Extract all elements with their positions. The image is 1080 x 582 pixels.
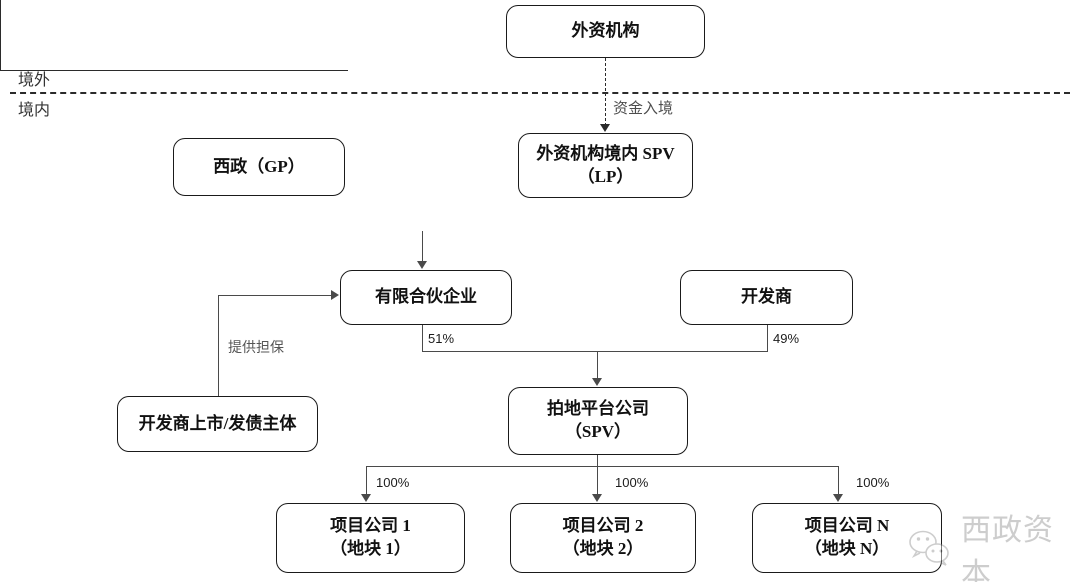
edge-guarantee-vertical [218,295,220,396]
node-foreign-spv-label-line2: （LP） [577,166,634,186]
edge-spv-down [0,36,2,70]
edge-label-project2-stake: 100% [615,475,649,490]
node-project-company-n-label-line1: 项目公司 N [804,516,890,536]
node-developer-listed[interactable]: 开发商上市/发债主体 [117,396,318,452]
node-project-company-2-label-line2: （地块 2） [562,539,644,558]
node-xizheng-gp[interactable]: 西政（GP） [173,138,345,196]
node-project-company-n[interactable]: 项目公司 N （地块 N） [752,503,942,573]
node-developer-listed-label: 开发商上市/发债主体 [138,413,297,433]
edge-label-provide-guarantee: 提供担保 [228,341,284,356]
edge-partnership-51-down [422,325,424,352]
edge-ownership-bus [422,351,768,353]
edge-label-capital-inflow: 资金入境 [613,101,674,117]
node-developer-label: 开发商 [741,287,792,307]
edge-bus-to-partnership [422,231,424,263]
watermark-text: 西政资本 [961,514,1054,582]
edge-project2-arrowhead [592,494,602,502]
node-foreign-institution[interactable]: 外资机构 [506,5,705,58]
edge-capital-inflow-arrowhead [600,124,610,132]
node-project-company-1-label-line1: 项目公司 1 [330,516,411,536]
edge-guarantee-horizontal [218,295,332,297]
edge-developer-49-down [767,325,769,352]
zone-label-onshore: 境内 [18,102,51,119]
offshore-onshore-divider [10,92,1070,94]
edge-capital-inflow [605,58,606,126]
edge-projectn-drop [838,466,840,496]
node-limited-partnership-label: 有限合伙企业 [375,287,477,307]
node-bidding-platform[interactable]: 拍地平台公司 （SPV） [508,387,688,455]
edge-gp-down [0,0,2,36]
node-project-company-2[interactable]: 项目公司 2 （地块 2） [510,503,696,573]
edge-project-bus [366,466,838,468]
node-project-company-1-label-line2: （地块 1） [330,539,411,558]
edge-project1-drop [366,466,368,496]
node-limited-partnership[interactable]: 有限合伙企业 [340,270,512,325]
edge-bus-to-platform [597,351,599,381]
edge-project2-drop [597,466,599,496]
node-project-company-1[interactable]: 项目公司 1 （地块 1） [276,503,465,573]
node-foreign-spv[interactable]: 外资机构境内 SPV （LP） [518,133,693,198]
edge-bus-to-partnership-arrowhead [417,261,427,269]
edge-bus-to-platform-arrowhead [592,378,602,386]
edge-guarantee-arrowhead [331,290,339,300]
edge-gp-spv-bus [0,70,348,72]
node-project-company-n-label-line2: （地块 N） [804,539,890,558]
node-project-company-2-label-line1: 项目公司 2 [562,516,644,536]
node-foreign-spv-label-line1: 外资机构境内 SPV [536,143,675,163]
node-foreign-institution-label: 外资机构 [571,21,640,41]
edge-project1-arrowhead [361,494,371,502]
node-bidding-platform-label-line2: （SPV） [564,422,632,441]
edge-projectn-arrowhead [833,494,843,502]
zone-label-offshore: 境外 [18,72,51,89]
edge-label-lp-stake: 51% [428,331,455,346]
edge-platform-down [597,455,599,467]
edge-label-developer-stake: 49% [773,331,800,346]
edge-label-project1-stake: 100% [376,475,410,490]
node-developer[interactable]: 开发商 [680,270,853,325]
edge-label-projectn-stake: 100% [856,475,890,490]
node-bidding-platform-label-line1: 拍地平台公司 [547,399,649,419]
node-xizheng-gp-label: 西政（GP） [213,156,305,176]
